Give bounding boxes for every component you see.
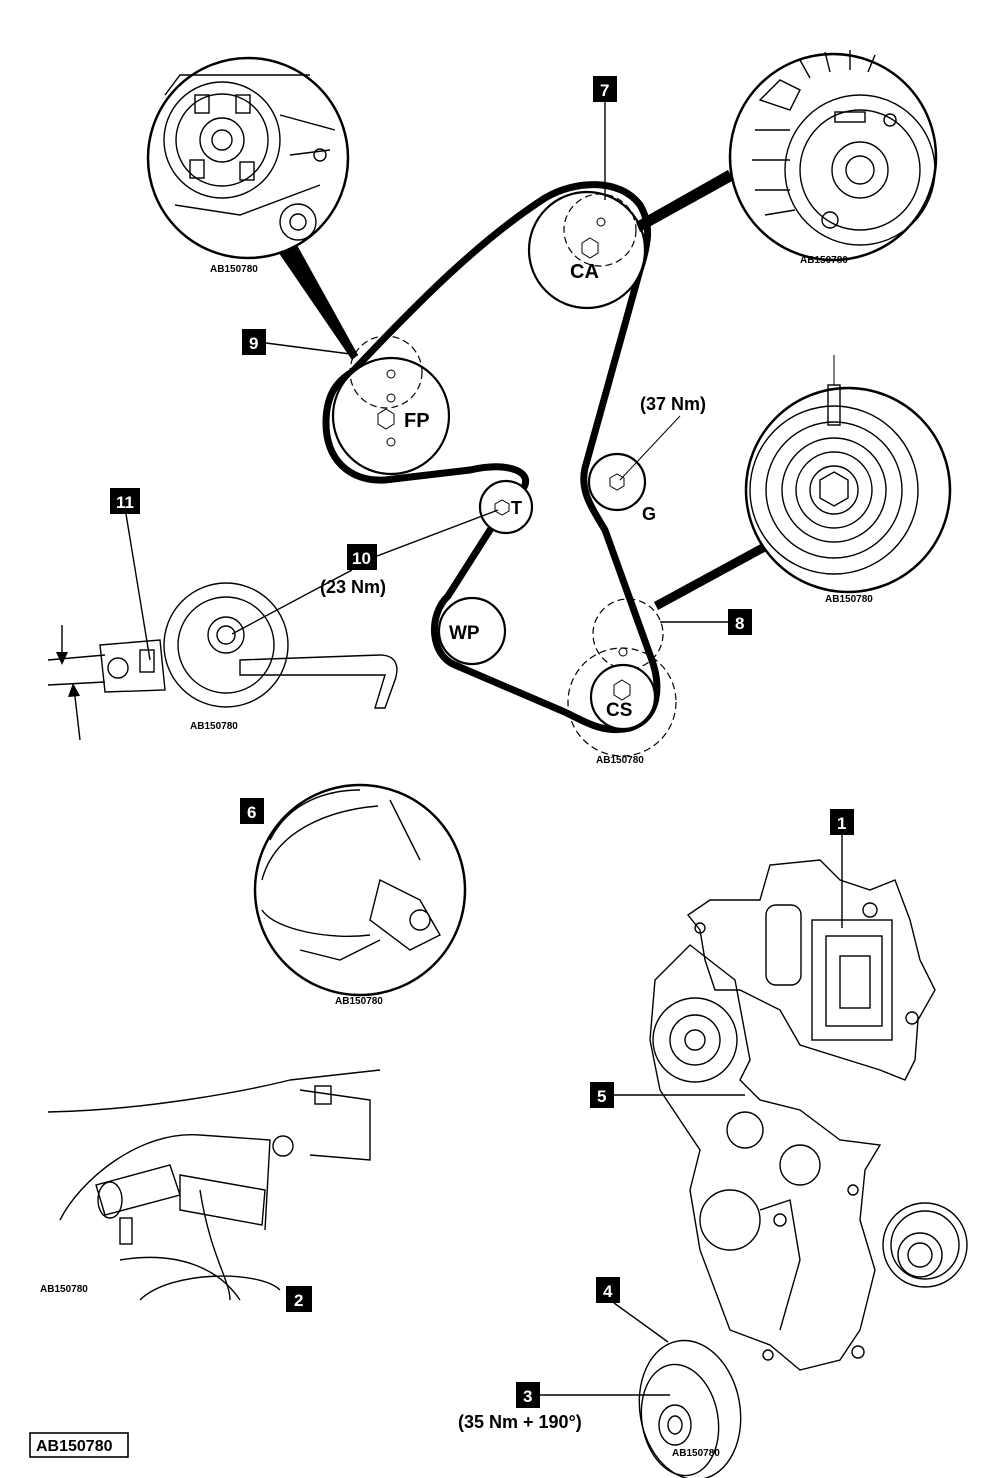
timing-covers: 1 5 4 3 (35 Nm + 190°) AB150780 <box>458 809 968 1478</box>
callout-9-box <box>242 329 266 355</box>
crankshaft-pulley: CS AB150780 <box>567 598 677 766</box>
crankshaft-label: CS <box>606 700 632 721</box>
callout-6-box <box>240 798 264 824</box>
inset-cover-ref: AB150780 <box>672 1448 720 1459</box>
tensioner-pulley: T <box>478 479 534 535</box>
callout-7-box <box>593 76 617 102</box>
callout-8: 8 <box>735 614 744 633</box>
inset-camshaft-sprocket: AB150780 <box>636 50 938 266</box>
callout-7: 7 <box>600 81 609 100</box>
callout-4-box <box>596 1277 620 1303</box>
inset-camshaft-ref: AB150780 <box>800 255 848 266</box>
inset-fuel-pump-sprocket: AB150780 <box>146 56 358 360</box>
reference-box: AB150780 <box>29 1432 129 1458</box>
tensioner-torque: (23 Nm) <box>320 577 386 597</box>
callout-11-box <box>110 488 140 514</box>
callout-3-box <box>516 1382 540 1408</box>
callout-6: 6 <box>247 803 256 822</box>
water-pump-pulley: WP <box>437 596 507 666</box>
camshaft-label: CA <box>570 261 599 283</box>
camshaft-pulley: CA <box>527 190 647 310</box>
guide-torque: (37 Nm) <box>640 394 706 414</box>
inset-tensioner-ref: AB150780 <box>190 721 238 732</box>
callout-2-box <box>286 1286 312 1312</box>
tensioner-label: T <box>511 498 522 518</box>
inset-locking-pin-ref: AB150780 <box>335 996 383 1007</box>
callout-10: 10 <box>352 549 371 568</box>
inset-crank-tool-ref: AB150780 <box>40 1284 88 1295</box>
guide-pulley: G (37 Nm) <box>587 394 706 524</box>
inset-locking-pin: 6 AB150780 <box>240 783 467 1007</box>
callout-5-box <box>590 1082 614 1108</box>
callout-9: 9 <box>249 334 258 353</box>
callout-5: 5 <box>597 1087 606 1106</box>
callout-8-box <box>728 609 752 635</box>
inset-crank-pulley: AB150780 <box>654 355 952 610</box>
callout-1-box <box>830 809 854 835</box>
callout-11: 11 <box>116 493 134 512</box>
guide-label: G <box>642 504 656 524</box>
fuel-pump-label: FP <box>404 410 430 432</box>
callout-4: 4 <box>603 1282 613 1301</box>
inset-fuel-pump-ref: AB150780 <box>210 264 258 275</box>
water-pump-label: WP <box>449 623 480 644</box>
crank-ref: AB150780 <box>596 755 644 766</box>
inset-tensioner: 11 AB150780 <box>47 488 398 741</box>
belt-routing: CA FP G (37 Nm) T WP <box>231 76 752 766</box>
fuel-pump-pulley: FP <box>331 335 451 476</box>
inset-crank-locking-tool: 2 AB150780 <box>40 1069 381 1312</box>
callout-10-box <box>347 544 377 570</box>
crank-pulley-torque: (35 Nm + 190°) <box>458 1412 582 1432</box>
callout-1: 1 <box>837 814 846 833</box>
reference-code: AB150780 <box>36 1438 113 1455</box>
inset-crank-pulley-ref: AB150780 <box>825 594 873 605</box>
callout-2: 2 <box>294 1291 303 1310</box>
callout-3: 3 <box>523 1387 532 1406</box>
